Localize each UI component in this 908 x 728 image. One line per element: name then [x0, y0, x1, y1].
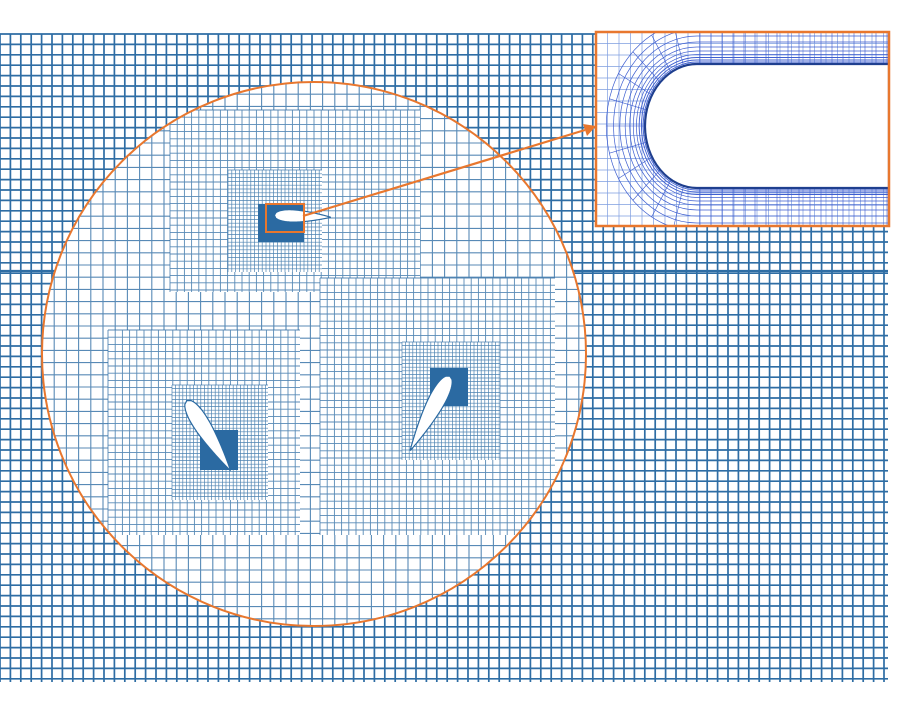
- wall-normal-line: [632, 51, 661, 83]
- inset-airfoil-body: [643, 62, 889, 190]
- wall-normal-line: [632, 169, 661, 201]
- wall-normal-line: [651, 34, 672, 73]
- wall-normal-line: [675, 32, 684, 67]
- inset-boundary-layer-mesh: [596, 32, 889, 226]
- inset-frame: [594, 30, 891, 228]
- wall-normal-line: [618, 73, 653, 96]
- airfoils: [184, 209, 453, 472]
- airfoil-top: [273, 209, 331, 223]
- overset-region: [42, 82, 586, 626]
- airfoil-left: [184, 399, 232, 472]
- wall-normal-line: [609, 141, 647, 154]
- inset-zoom-panel: [594, 30, 891, 228]
- wall-normal-line: [673, 185, 684, 226]
- wall-normal-line: [609, 98, 647, 111]
- overset-boundary-outline: [41, 81, 587, 627]
- zoom-connector-arrowhead: [583, 124, 596, 136]
- airfoil-right: [409, 375, 453, 452]
- zoom-connector-line: [302, 128, 586, 218]
- overset-region-mesh: [42, 82, 586, 626]
- wall-normal-line: [618, 156, 653, 179]
- wall-normal-line: [651, 179, 672, 218]
- zoom-region-box: [265, 203, 305, 233]
